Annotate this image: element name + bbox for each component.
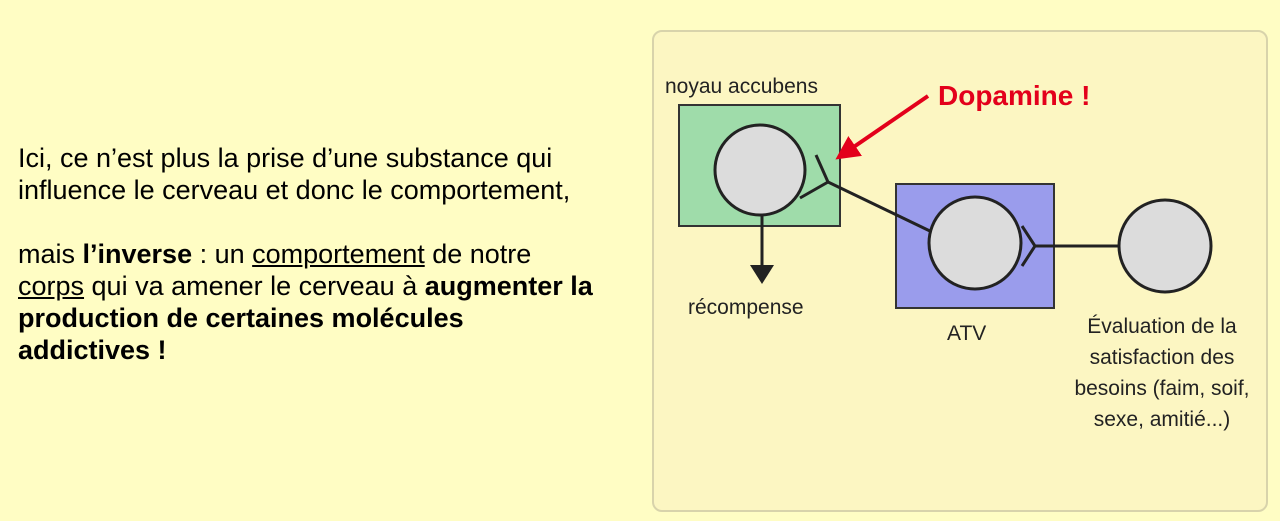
noyau-neuron [713,123,807,217]
noyau-accubens-label: noyau accubens [665,75,818,98]
text-un: : un [192,239,253,269]
text-augmenter: augmenter la production de certaines mol… [18,271,593,365]
text-corps: corps [18,271,85,301]
text-qui-va: qui va amener le cerveau à [84,271,425,301]
dopamine-arrow-icon [835,94,930,160]
noyau-synapse-icon [799,154,830,200]
explanation-text: Ici, ce n’est plus la prise d’une substa… [18,142,598,366]
atv-label: ATV [947,322,987,345]
text-inverse: l’inverse [82,239,193,269]
recompense-arrow-head [750,265,774,284]
text-comportement: comportement [252,239,425,269]
recompense-label: récompense [688,296,804,319]
intro-paragraph: Ici, ce n’est plus la prise d’une substa… [18,143,571,205]
inverse-paragraph: mais l’inverse : un comportement de notr… [18,238,598,366]
text-mais: mais [18,239,83,269]
evaluation-label: Évaluation de la satisfaction des besoin… [1074,315,1250,431]
dopamine-label: Dopamine ! [938,80,1091,111]
atv-axon [827,180,933,234]
atv-neuron [927,195,1023,291]
atv-synapse-icon [1020,225,1037,267]
evaluation-neuron [1117,198,1213,294]
text-de-notre: de notre [424,239,532,269]
